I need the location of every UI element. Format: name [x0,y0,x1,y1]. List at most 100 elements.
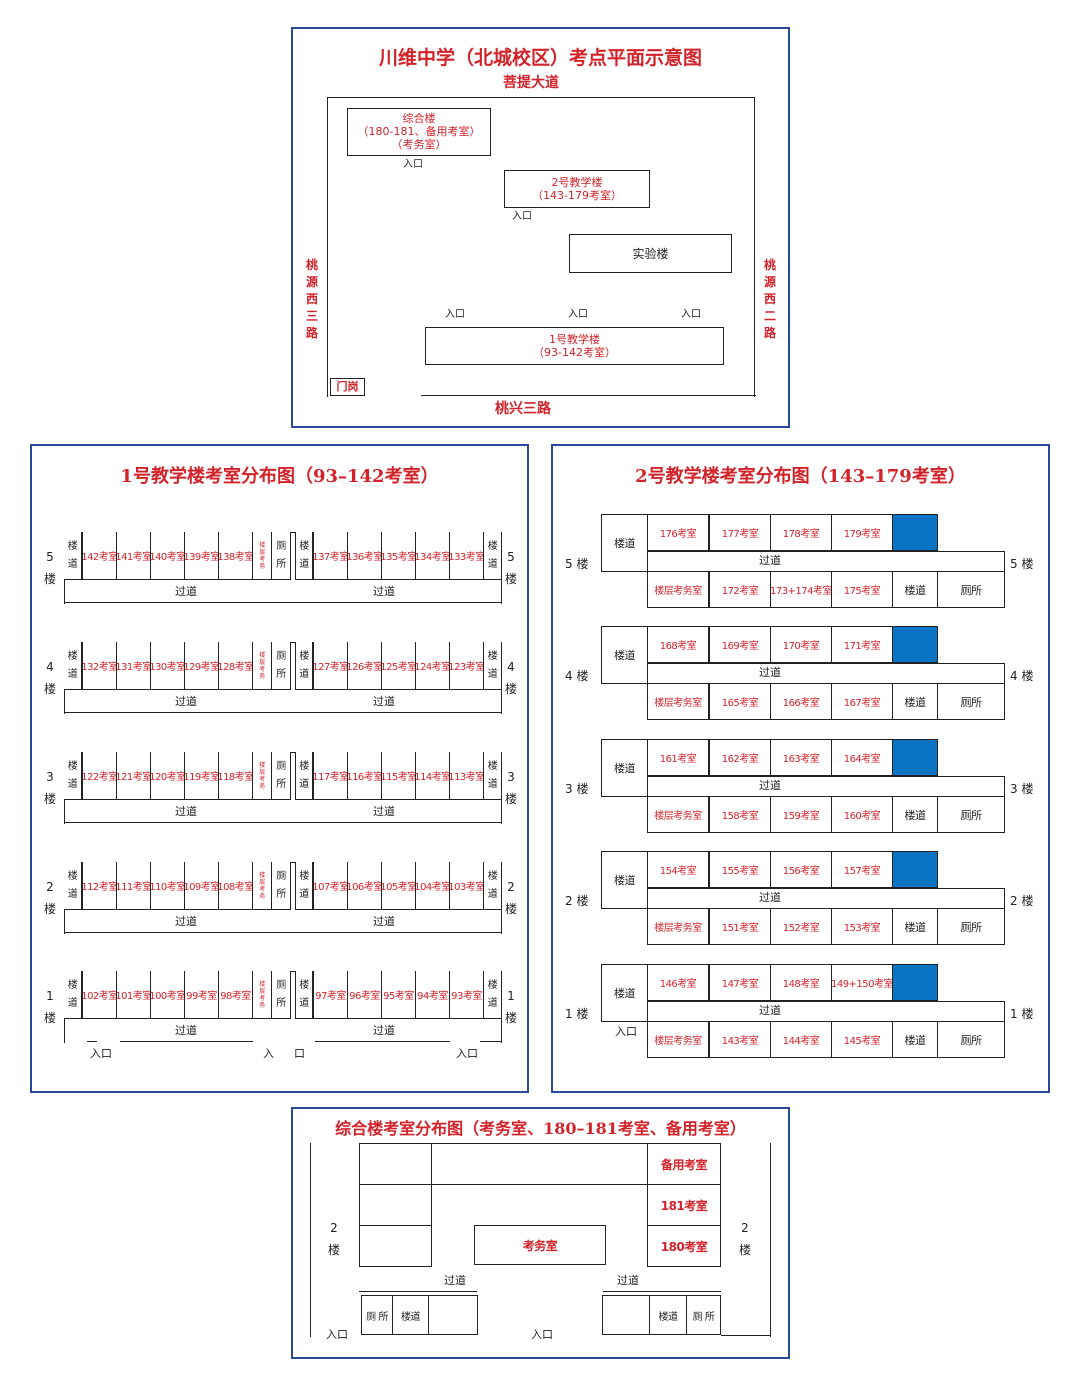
zh-room-beiyong[interactable]: 备用考室 [647,1143,721,1185]
floor-exam-office[interactable]: 楼层考务 [252,532,272,580]
exam-room[interactable]: 154考室 [647,851,709,888]
exam-room[interactable]: 113考室 [449,752,484,800]
exam-room[interactable]: 168考室 [647,626,709,663]
exam-room[interactable]: 109考室 [184,862,219,910]
exam-room[interactable]: 155考室 [709,851,771,888]
exam-room[interactable]: 105考室 [381,862,416,910]
exam-room[interactable]: 120考室 [150,752,185,800]
exam-room[interactable]: 131考室 [116,642,151,690]
exam-room[interactable]: 158考室 [709,796,771,833]
exam-room[interactable]: 164考室 [831,739,893,776]
zonghe-building[interactable]: 综合楼 （180-181、备用考室） （考务室） [347,108,491,156]
exam-room[interactable]: 170考室 [770,626,832,663]
exam-room[interactable]: 159考室 [770,796,832,833]
exam-room[interactable]: 157考室 [831,851,893,888]
exam-room[interactable]: 116考室 [347,752,382,800]
exam-room[interactable]: 104考室 [415,862,450,910]
exam-room[interactable]: 132考室 [82,642,117,690]
exam-room[interactable]: 148考室 [770,964,832,1001]
exam-room[interactable]: 103考室 [449,862,484,910]
exam-room[interactable]: 177考室 [709,514,771,551]
exam-room[interactable]: 楼层考务室 [647,1021,709,1058]
exam-room[interactable]: 141考室 [116,532,151,580]
exam-room[interactable]: 117考室 [313,752,348,800]
exam-room[interactable]: 147考室 [709,964,771,1001]
exam-room[interactable]: 129考室 [184,642,219,690]
exam-room[interactable]: 175考室 [831,571,893,608]
exam-room[interactable]: 134考室 [415,532,450,580]
exam-room[interactable]: 142考室 [82,532,117,580]
exam-room[interactable]: 115考室 [381,752,416,800]
zh-room-181[interactable]: 181考室 [647,1184,721,1226]
building2[interactable]: 2号教学楼 （143-179考室） [504,170,650,208]
exam-room[interactable]: 152考室 [770,908,832,945]
exam-room[interactable]: 153考室 [831,908,893,945]
exam-room[interactable]: 95考室 [381,971,416,1019]
lab-building[interactable]: 实验楼 [569,234,732,273]
floor-exam-office[interactable]: 楼层考务 [252,642,272,690]
exam-room[interactable]: 114考室 [415,752,450,800]
exam-room[interactable]: 127考室 [313,642,348,690]
exam-room[interactable]: 106考室 [347,862,382,910]
exam-room[interactable]: 163考室 [770,739,832,776]
exam-room[interactable]: 93考室 [449,971,484,1019]
building1[interactable]: 1号教学楼 （93-142考室） [425,327,724,365]
exam-room[interactable]: 123考室 [449,642,484,690]
exam-room[interactable]: 144考室 [770,1021,832,1058]
exam-room[interactable]: 137考室 [313,532,348,580]
exam-room[interactable]: 161考室 [647,739,709,776]
exam-room[interactable]: 118考室 [218,752,253,800]
exam-room[interactable]: 楼层考务室 [647,796,709,833]
zh-room-kaowu[interactable]: 考务室 [474,1225,606,1265]
zh-room-180[interactable]: 180考室 [647,1225,721,1267]
exam-room[interactable]: 110考室 [150,862,185,910]
floor-exam-office[interactable]: 楼层考务 [252,971,272,1019]
floor-exam-office[interactable]: 楼层考务 [252,752,272,800]
exam-room[interactable]: 108考室 [218,862,253,910]
exam-room[interactable]: 136考室 [347,532,382,580]
exam-room[interactable]: 100考室 [150,971,185,1019]
exam-room[interactable]: 楼层考务室 [647,908,709,945]
exam-room[interactable]: 151考室 [709,908,771,945]
exam-room[interactable]: 126考室 [347,642,382,690]
exam-room[interactable]: 165考室 [709,683,771,720]
exam-room[interactable]: 179考室 [831,514,893,551]
exam-room[interactable]: 112考室 [82,862,117,910]
exam-room[interactable]: 98考室 [218,971,253,1019]
exam-room[interactable]: 156考室 [770,851,832,888]
exam-room[interactable]: 128考室 [218,642,253,690]
exam-room[interactable]: 145考室 [831,1021,893,1058]
exam-room[interactable]: 124考室 [415,642,450,690]
exam-room[interactable]: 111考室 [116,862,151,910]
exam-room[interactable]: 107考室 [313,862,348,910]
exam-room[interactable]: 140考室 [150,532,185,580]
exam-room[interactable]: 166考室 [770,683,832,720]
exam-room[interactable]: 138考室 [218,532,253,580]
exam-room[interactable]: 楼层考务室 [647,571,709,608]
exam-room[interactable]: 162考室 [709,739,771,776]
exam-room[interactable]: 172考室 [709,571,771,608]
exam-room[interactable]: 102考室 [82,971,117,1019]
exam-room[interactable]: 176考室 [647,514,709,551]
exam-room[interactable]: 楼层考务室 [647,683,709,720]
exam-room[interactable]: 149+150考室 [831,964,893,1001]
exam-room[interactable]: 97考室 [313,971,348,1019]
exam-room[interactable]: 139考室 [184,532,219,580]
exam-room[interactable]: 143考室 [709,1021,771,1058]
exam-room[interactable]: 122考室 [82,752,117,800]
exam-room[interactable]: 173+174考室 [770,571,832,608]
exam-room[interactable]: 160考室 [831,796,893,833]
exam-room[interactable]: 121考室 [116,752,151,800]
exam-room[interactable]: 133考室 [449,532,484,580]
exam-room[interactable]: 135考室 [381,532,416,580]
exam-room[interactable]: 96考室 [347,971,382,1019]
exam-room[interactable]: 94考室 [415,971,450,1019]
exam-room[interactable]: 171考室 [831,626,893,663]
exam-room[interactable]: 167考室 [831,683,893,720]
exam-room[interactable]: 125考室 [381,642,416,690]
exam-room[interactable]: 146考室 [647,964,709,1001]
exam-room[interactable]: 169考室 [709,626,771,663]
exam-room[interactable]: 119考室 [184,752,219,800]
exam-room[interactable]: 101考室 [116,971,151,1019]
floor-exam-office[interactable]: 楼层考务 [252,862,272,910]
